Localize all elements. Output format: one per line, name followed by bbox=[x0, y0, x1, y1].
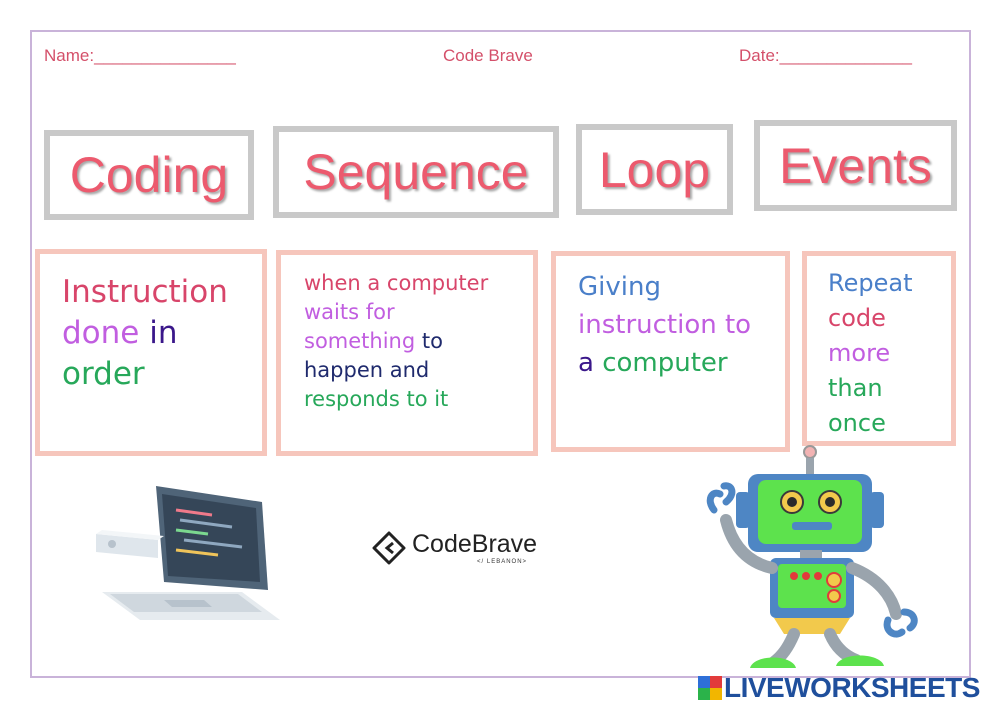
laptop-illustration bbox=[96, 486, 280, 620]
codebrave-logo-tagline: </ LEBANON> bbox=[477, 559, 528, 565]
definition-line: than bbox=[828, 371, 951, 406]
definition-text: order bbox=[62, 356, 145, 392]
definition-line: happen and bbox=[304, 356, 533, 385]
definition-line: instruction to bbox=[578, 306, 785, 344]
definition-text: a bbox=[578, 348, 603, 378]
definition-text: Giving bbox=[578, 272, 661, 302]
robot-illustration bbox=[706, 445, 918, 668]
definition-text: Instruction bbox=[62, 274, 228, 310]
liveworksheets-logo-icon bbox=[698, 676, 722, 700]
definition-text: instruction to bbox=[578, 310, 752, 340]
definition-text: Repeat bbox=[828, 269, 913, 297]
definition-text: something bbox=[304, 329, 422, 353]
definition-text: than bbox=[828, 374, 883, 402]
definition-text: once bbox=[828, 409, 886, 437]
date-field-label: Date:______________ bbox=[739, 46, 912, 65]
definition-line: more bbox=[828, 336, 951, 371]
word-card-events[interactable]: Events bbox=[754, 120, 957, 211]
codebrave-logo-icon bbox=[372, 531, 406, 564]
definition-text: happen and bbox=[304, 358, 430, 382]
definition-line: once bbox=[828, 406, 951, 441]
definition-text: waits for bbox=[304, 300, 395, 324]
definition-text: more bbox=[828, 339, 891, 367]
definition-box-coding[interactable]: Giving instruction to a computer bbox=[551, 251, 790, 452]
liveworksheets-brand: LIVEWORKSHEETS bbox=[698, 672, 980, 704]
definition-line: responds to it bbox=[304, 385, 533, 414]
word-card-loop[interactable]: Loop bbox=[576, 124, 733, 215]
definition-line: Instruction bbox=[62, 272, 262, 313]
definition-line: waits for bbox=[304, 298, 533, 327]
definition-line: Giving bbox=[578, 268, 785, 306]
definition-line: when a computer bbox=[304, 269, 533, 298]
definition-line: done in bbox=[62, 313, 262, 354]
definition-text: computer bbox=[602, 348, 728, 378]
definition-line: Repeat bbox=[828, 266, 951, 301]
worksheet-frame bbox=[30, 30, 971, 678]
liveworksheets-wordmark: LIVEWORKSHEETS bbox=[724, 672, 980, 703]
name-field-label: Name:_______________ bbox=[44, 46, 236, 65]
definition-text: when a computer bbox=[304, 271, 489, 295]
codebrave-logo-text: CodeBrave bbox=[412, 530, 538, 558]
word-card-sequence[interactable]: Sequence bbox=[273, 126, 559, 218]
definition-text: responds to it bbox=[304, 387, 449, 411]
word-card-coding[interactable]: Coding bbox=[44, 130, 254, 220]
definition-text: to bbox=[421, 329, 443, 353]
definition-line: order bbox=[62, 354, 262, 395]
definition-box-loop[interactable]: Repeat code more than once bbox=[802, 251, 956, 446]
definition-line: code bbox=[828, 301, 951, 336]
worksheet-title: Code Brave bbox=[443, 46, 533, 65]
definition-line: a computer bbox=[578, 344, 785, 382]
definition-text: done bbox=[62, 315, 150, 351]
codebrave-logo: CodeBrave </ LEBANON> bbox=[372, 530, 537, 565]
definition-text: in bbox=[149, 315, 178, 351]
definition-line: something to bbox=[304, 327, 533, 356]
definition-text: code bbox=[828, 304, 886, 332]
